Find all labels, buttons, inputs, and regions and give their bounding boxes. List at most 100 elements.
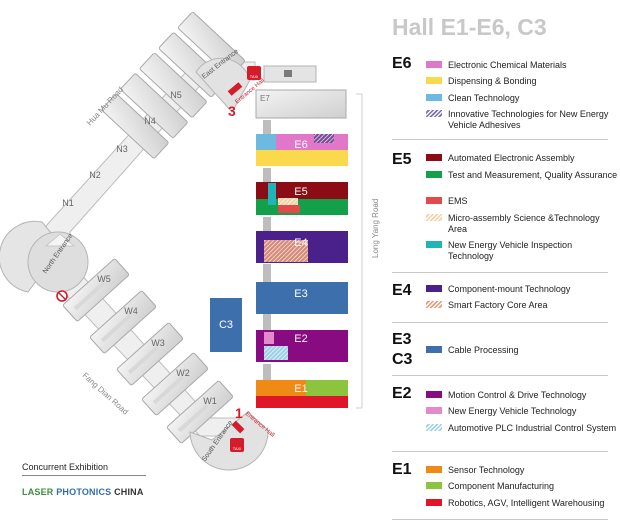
legend-code-e4: E4 [392,282,412,299]
hall-e2-label: E2 [294,333,307,345]
label-n2: N2 [89,170,101,180]
hall-n2[interactable] [120,73,188,138]
south-hall-number: 1 [235,405,243,421]
venue-map: N5 N4 N3 N2 N1 W5 W4 W3 W2 W1 [0,11,380,471]
east-entrance-arrow [227,82,243,96]
label-w5: W5 [97,274,111,284]
legend-swatch [426,391,442,398]
label-w2: W2 [176,368,190,378]
hall-e7[interactable]: E7 [255,89,347,119]
label-w1: W1 [203,396,217,406]
hall-w1[interactable] [166,380,234,444]
hall-e2[interactable]: E2 [256,330,348,362]
label-w4: W4 [124,306,138,316]
legend-item-label: Component-mount Technology [448,284,571,294]
connectors [263,120,271,380]
hall-w5[interactable] [62,258,130,322]
page-title: Hall E1-E6, C3 [392,14,547,40]
legend-swatch [426,61,442,68]
legend-swatch-hatched [426,214,442,221]
taxi-label-south: TAXI [233,446,242,451]
north-entrance[interactable]: North Entrance [0,220,89,302]
hall-e4-label: E4 [294,237,307,249]
logo-part: CHINA [114,487,144,497]
hall-e3[interactable]: E3 [256,282,348,314]
legend-item-label: Dispensing & Bonding [448,76,537,86]
concurrent-label: Concurrent Exhibition [22,462,109,472]
legend-item-label: Robotics, AGV, Intelligent Warehousing [448,498,605,508]
hall-e4[interactable]: E4 [256,231,348,263]
legend-item-label: Clean Technology [448,93,520,103]
legend-swatch [426,77,442,84]
legend-code-e3: E3 [392,331,412,348]
legend-divider [392,139,608,140]
legend-item-label: Micro-assembly Science &Technology Area [448,213,600,234]
hall-n3[interactable] [139,52,207,118]
hall-c3-label: C3 [219,319,233,331]
hall-n1[interactable] [101,93,169,159]
hall-e5[interactable]: E5 [256,182,348,215]
legend-item-label: New Energy Vehicle Technology [448,406,577,416]
legend-divider [392,451,608,452]
legend-swatch [426,285,442,292]
hall-e1-label: E1 [294,383,307,395]
legend-swatch [426,94,442,101]
west-halls [62,258,234,444]
legend-divider [392,322,608,323]
hall-e3-label: E3 [294,288,307,300]
hall-c3[interactable]: C3 [210,298,242,352]
legend-swatch-hatched [426,424,442,431]
legend-item-label: Smart Factory Core Area [448,300,548,310]
hall-w4[interactable] [89,290,157,354]
taxi-icon-east [247,66,261,80]
parking-icon [284,70,292,77]
legend-item-label: Sensor Technology [448,465,525,475]
label-n5: N5 [170,90,182,100]
legend-item-label: Automotive PLC Industrial Control System [448,423,617,433]
legend-code-e6: E6 [392,55,412,72]
label-w3: W3 [151,338,165,348]
hall-e6[interactable]: E6 [256,134,348,166]
legend-item-label: Cable Processing [448,345,519,355]
legend-item-label: Test and Measurement, Quality Assurance [448,170,618,180]
legend-code-e1: E1 [392,461,412,478]
legend-swatch [426,197,442,204]
taxi-icon-south [230,438,244,452]
label-n4: N4 [144,116,156,126]
legend-divider [392,375,608,376]
legend-swatch-hatched [426,301,442,308]
legend-swatch [426,407,442,414]
logo-part: LASER [22,487,54,497]
legend-divider [392,519,608,520]
legend-swatch [426,482,442,489]
legend-item-label: Innovative Technologies for New Energy V… [448,109,609,130]
legend-swatch [426,154,442,161]
south-entrance-arrow [231,420,245,434]
legend-item-label: New Energy Vehicle Inspection Technology [448,240,573,261]
legend-code-e2: E2 [392,385,412,402]
legend-item-label: Motion Control & Drive Technology [448,390,587,400]
concurrent-divider [22,475,146,476]
legend-code-e5: E5 [392,151,412,168]
road-long-yang: Long Yang Road [371,199,380,258]
laser-photonics-logo: LASER PHOTONICS CHINA [22,487,144,497]
legend-swatch [426,466,442,473]
hall-w3[interactable] [116,322,184,386]
legend-swatch-hatched [426,110,442,117]
legend-item-label: Electronic Chemical Materials [448,60,567,70]
hall-e6-label: E6 [294,139,307,151]
label-n3: N3 [116,144,128,154]
hall-e5-label: E5 [294,186,307,198]
hall-e7-label: E7 [260,94,270,103]
legend-swatch [426,241,442,248]
legend-swatch [426,346,442,353]
east-hall-number: 3 [228,103,236,119]
legend-code-c3: C3 [392,351,413,368]
legend-item-label: Component Manufacturing [448,481,555,491]
legend-divider [392,272,608,273]
legend-swatch [426,171,442,178]
legend-item-label: EMS [448,196,468,206]
hall-e1[interactable]: E1 [256,380,348,408]
hall-w2[interactable] [141,352,209,416]
legend-swatch [426,499,442,506]
